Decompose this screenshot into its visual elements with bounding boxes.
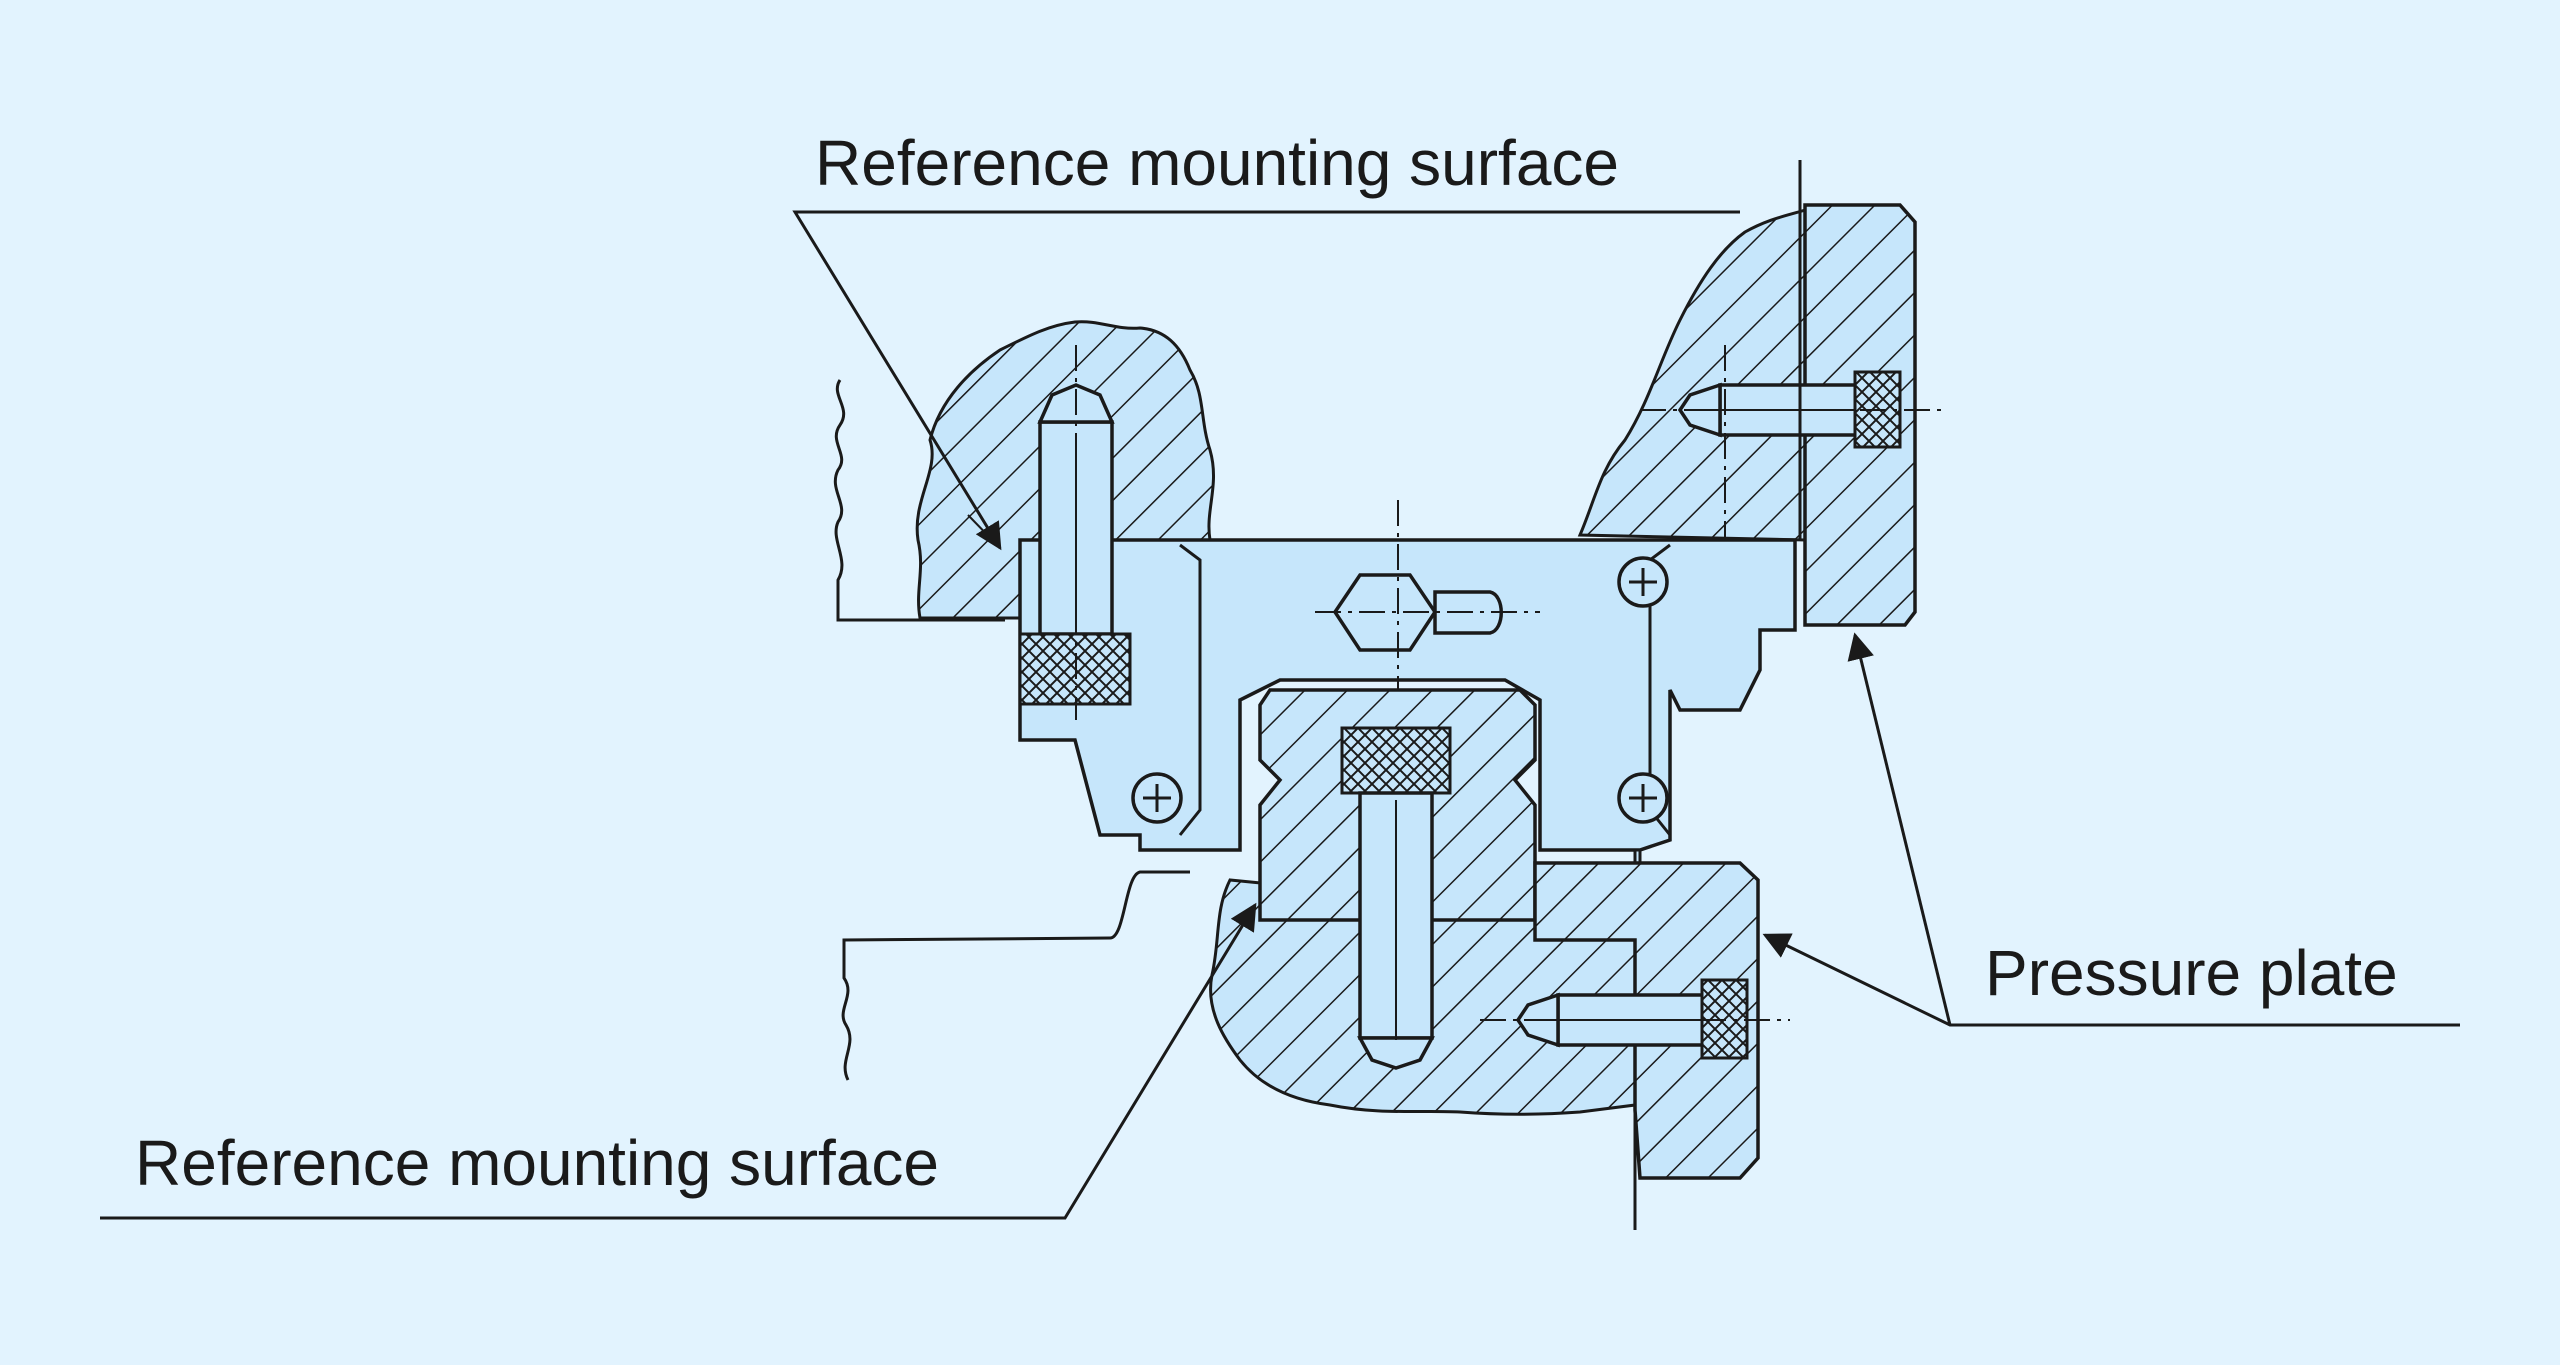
screw-icon [1617,772,1669,824]
bolt-bottom-right [1480,978,1790,1060]
label-reference-mounting-surface-top: Reference mounting surface [815,127,1619,199]
carriage-block [1018,538,1797,852]
bolt-top-right [1640,345,1945,540]
bolt-top-left [967,345,1132,720]
screw-icon [1617,556,1669,608]
left-base [833,379,1190,1081]
table-right-section [1577,207,1807,542]
carriage-screws [1131,556,1669,824]
bolt-rail [1340,726,1452,1070]
leader-lines [100,210,2460,1220]
screw-icon [1131,772,1183,824]
label-reference-mounting-surface-bottom: Reference mounting surface [135,1127,939,1199]
label-pressure-plate: Pressure plate [1985,937,2398,1009]
